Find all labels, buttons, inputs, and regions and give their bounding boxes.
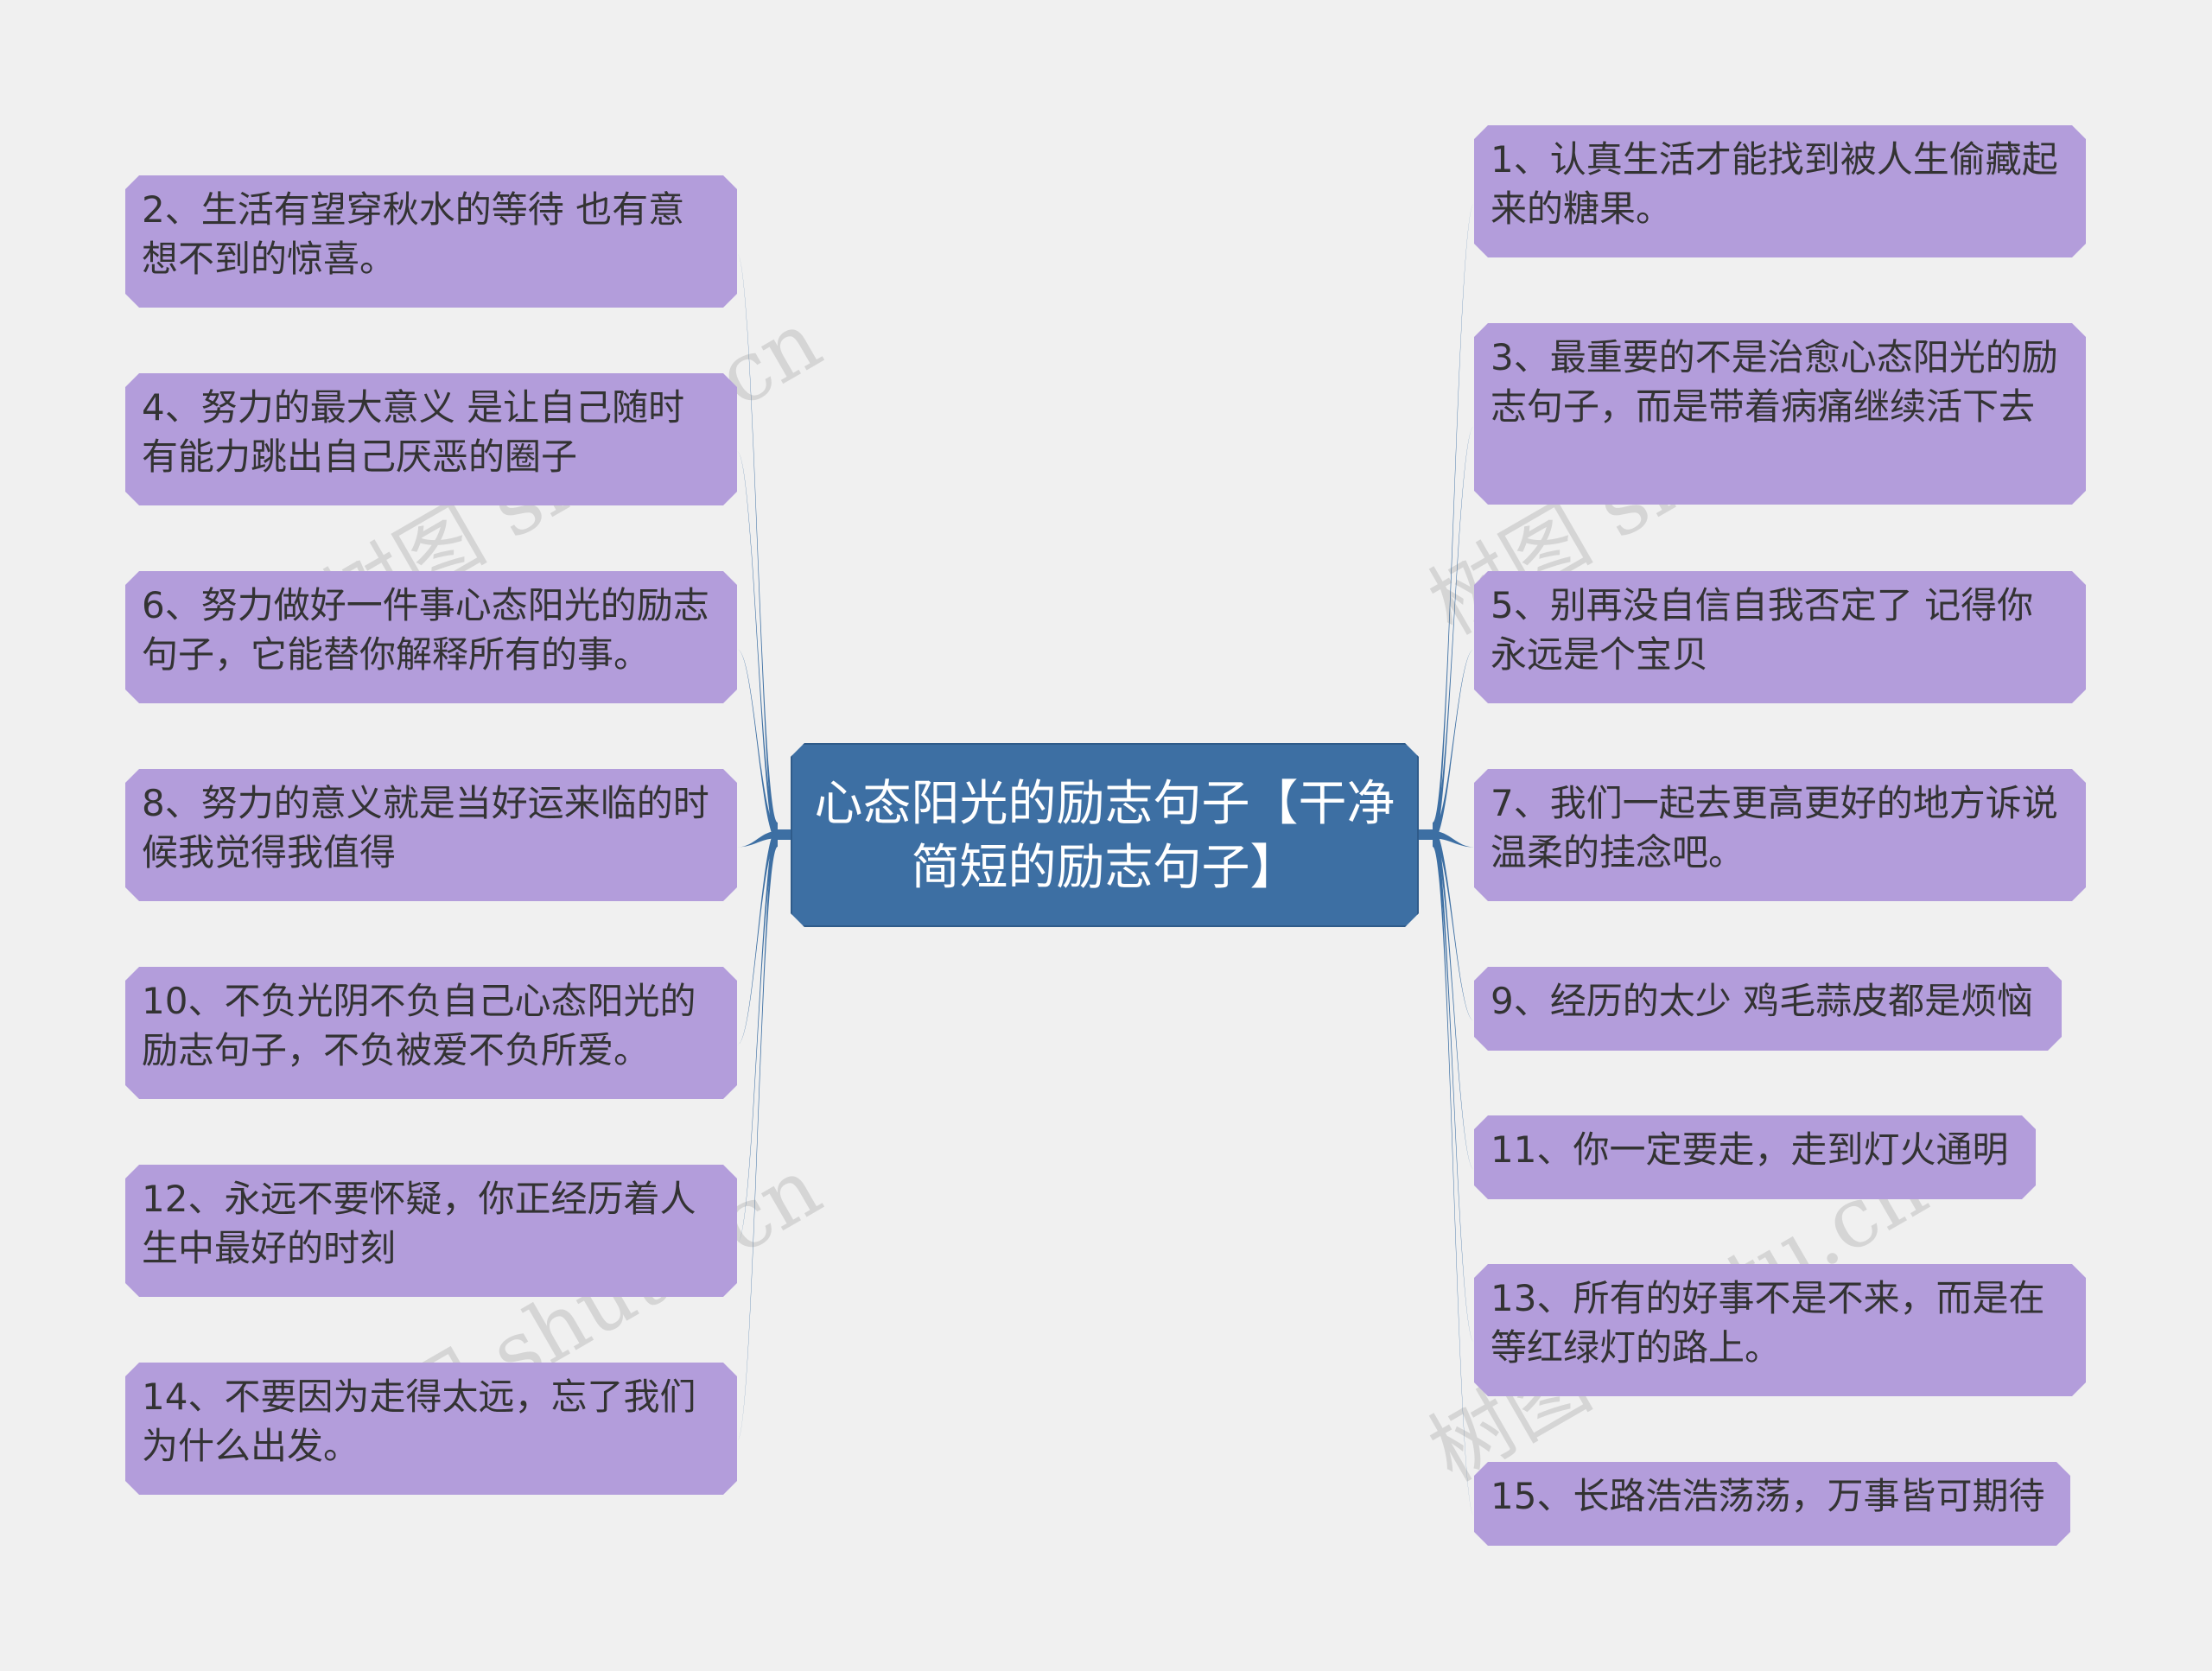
- left-topic-node[interactable]: 8、努力的意义就是当好运来临的时候我觉得我值得: [125, 769, 737, 901]
- left-topic-node[interactable]: 10、不负光阴不负自己心态阳光的励志句子，不负被爱不负所爱。: [125, 967, 737, 1099]
- right-topic-node[interactable]: 1、认真生活才能找到被人生偷藏起来的糖果。: [1474, 125, 2086, 257]
- right-center-stub: [1419, 829, 1433, 840]
- right-connector: [1433, 830, 1474, 848]
- right-topic-node[interactable]: 13、所有的好事不是不来，而是在等红绿灯的路上。: [1474, 1264, 2086, 1396]
- right-topic-node[interactable]: 11、你一定要走，走到灯火通明: [1474, 1115, 2036, 1199]
- left-topic-node[interactable]: 2、生活有望穿秋水的等待 也有意想不到的惊喜。: [125, 175, 737, 308]
- right-connector: [1433, 825, 1474, 1170]
- left-topic-node[interactable]: 12、永远不要怀疑，你正经历着人生中最好的时刻: [125, 1165, 737, 1297]
- right-topic-node[interactable]: 5、别再没自信自我否定了 记得你永远是个宝贝: [1474, 571, 2086, 703]
- right-connector: [1433, 649, 1474, 842]
- right-connector: [1433, 203, 1474, 847]
- right-connector: [1433, 426, 1474, 845]
- right-topic-node[interactable]: 9、经历的太少 鸡毛蒜皮都是烦恼: [1474, 967, 2062, 1051]
- left-center-stub: [778, 829, 791, 840]
- left-connector: [737, 824, 778, 1243]
- left-topic-node[interactable]: 6、努力做好一件事心态阳光的励志句子，它能替你解释所有的事。: [125, 571, 737, 703]
- left-connector: [737, 451, 778, 845]
- left-connector: [737, 253, 778, 847]
- central-topic-node[interactable]: 心态阳光的励志句子【干净简短的励志句子】: [791, 743, 1419, 927]
- right-topic-node[interactable]: 15、长路浩浩荡荡，万事皆可期待: [1474, 1462, 2070, 1546]
- left-connector: [737, 649, 778, 842]
- left-topic-node[interactable]: 14、不要因为走得太远，忘了我们为什么出发。: [125, 1363, 737, 1495]
- left-connector: [737, 827, 778, 1045]
- left-connector: [737, 830, 778, 848]
- right-connector: [1433, 823, 1474, 1343]
- left-connector: [737, 823, 778, 1441]
- right-topic-node[interactable]: 3、最重要的不是治愈心态阳光的励志句子，而是带着病痛继续活下去: [1474, 323, 2086, 505]
- right-connector: [1433, 823, 1474, 1516]
- right-topic-node[interactable]: 7、我们一起去更高更好的地方诉说温柔的挂念吧。: [1474, 769, 2086, 901]
- left-topic-node[interactable]: 4、努力的最大意义 是让自己随时有能力跳出自己厌恶的圈子: [125, 373, 737, 505]
